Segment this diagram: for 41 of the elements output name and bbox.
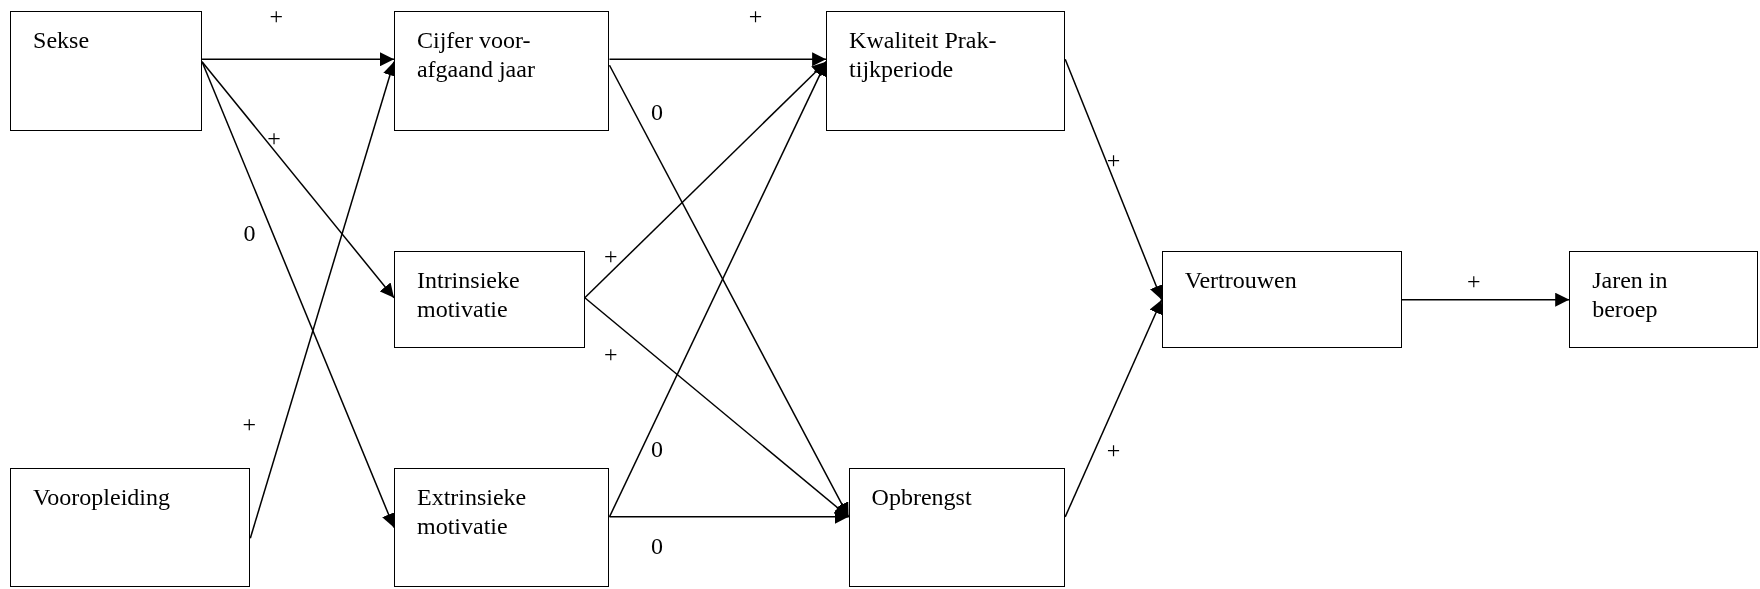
arrow: [584, 297, 850, 518]
edge-label: +: [1106, 148, 1121, 173]
variable-box: [848, 468, 1066, 587]
arrow: [608, 509, 850, 524]
edge-label: +: [1106, 437, 1121, 462]
variable-label: Vooropleiding: [33, 483, 171, 513]
variable-box: [10, 468, 251, 587]
arrow: [201, 52, 395, 67]
edge-label: +: [1467, 269, 1481, 294]
variable-box: [10, 11, 203, 132]
edge-label: 0: [651, 534, 663, 559]
arrow: [584, 60, 827, 299]
variable-label: Kwaliteit Prak- tijkperiode: [849, 26, 998, 85]
variable-box: [826, 11, 1066, 132]
edge-label: 0: [651, 99, 663, 124]
variable-label: Extrinsieke motivatie: [416, 483, 528, 542]
edge-label: 0: [243, 221, 256, 246]
variable-label: Cijfer voor- afgaand jaar: [416, 26, 536, 85]
edge-label: +: [267, 125, 281, 150]
variable-box: [1569, 251, 1758, 348]
edge-label: +: [603, 342, 618, 367]
edge-label: +: [603, 243, 618, 268]
variable-box: [393, 11, 610, 132]
variable-box: [393, 251, 585, 348]
arrow: [608, 52, 827, 67]
variable-label: Vertrouwen: [1184, 266, 1298, 296]
edge-label: +: [748, 4, 763, 29]
variable-box: [1161, 251, 1402, 348]
edge-label: +: [242, 411, 256, 436]
edge-label: +: [269, 4, 283, 29]
arrow: [201, 60, 395, 299]
variable-box: [393, 468, 610, 587]
arrow: [1401, 292, 1570, 307]
variable-label: Opbrengst: [871, 483, 973, 513]
edge-label: 0: [651, 436, 663, 461]
arrow: [201, 60, 396, 529]
arrow: [1064, 58, 1163, 301]
variable-label: Intrinsieke motivatie: [416, 266, 521, 325]
arrow: [1064, 298, 1163, 518]
variable-label: Jaren in beroep: [1592, 266, 1669, 325]
variable-label: Sekse: [33, 26, 91, 56]
